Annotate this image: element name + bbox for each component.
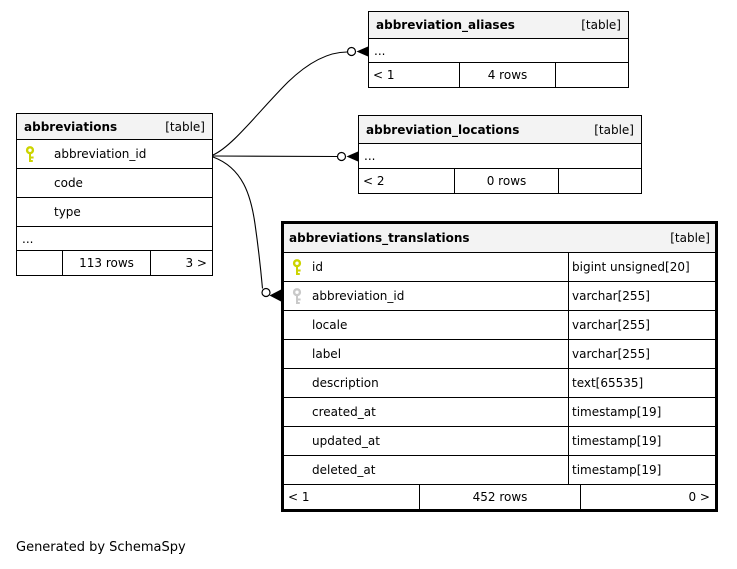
zero-circle-icon bbox=[346, 46, 357, 57]
column-type: varchar[255] bbox=[568, 340, 715, 368]
footer-right bbox=[559, 169, 641, 193]
column-name-cell: locale bbox=[284, 311, 568, 339]
column-name: type bbox=[54, 205, 81, 219]
column-type: varchar[255] bbox=[568, 282, 715, 310]
zero-circle-icon bbox=[261, 287, 271, 298]
table-footer: < 1 4 rows bbox=[369, 63, 628, 87]
ellipsis-label: ... bbox=[374, 43, 386, 58]
column-type: timestamp[19] bbox=[568, 398, 715, 426]
column-row-id[interactable]: id bigint unsigned[20] bbox=[284, 253, 715, 282]
table-tag: [table] bbox=[670, 231, 710, 245]
arrowhead-icon bbox=[356, 46, 368, 57]
column-row-deleted-at[interactable]: deleted_at timestamp[19] bbox=[284, 456, 715, 485]
column-row-locale[interactable]: locale varchar[255] bbox=[284, 311, 715, 340]
column-row-created-at[interactable]: created_at timestamp[19] bbox=[284, 398, 715, 427]
column-row-code[interactable]: code bbox=[17, 169, 212, 198]
column-name-cell: created_at bbox=[284, 398, 568, 426]
footer-related-count[interactable]: < 2 bbox=[363, 174, 385, 188]
column-name-cell: updated_at bbox=[284, 427, 568, 455]
table-tag: [table] bbox=[165, 119, 205, 134]
column-name: deleted_at bbox=[312, 463, 376, 477]
table-abbreviations-translations[interactable]: abbreviations_translations [table] id bi… bbox=[281, 221, 718, 512]
table-header[interactable]: abbreviation_aliases [table] bbox=[369, 12, 628, 39]
table-header[interactable]: abbreviations_translations [table] bbox=[284, 224, 715, 253]
primary-key-icon bbox=[292, 258, 302, 276]
footer-row-count: 0 rows bbox=[454, 169, 559, 193]
hidden-columns-row[interactable]: ... bbox=[17, 227, 212, 251]
column-name: updated_at bbox=[312, 434, 380, 448]
ellipsis-label: ... bbox=[22, 231, 34, 246]
table-footer: < 2 0 rows bbox=[359, 169, 641, 193]
table-footer: 113 rows 3 > bbox=[17, 251, 212, 275]
relationship-abbreviations-to-aliases bbox=[212, 46, 368, 156]
column-name-cell: description bbox=[284, 369, 568, 397]
footer-related-count[interactable]: < 1 bbox=[288, 490, 310, 504]
column-name: id bbox=[312, 260, 323, 274]
table-name: abbreviation_aliases bbox=[376, 18, 515, 32]
foreign-key-icon bbox=[292, 287, 302, 305]
hidden-columns-row[interactable]: ... bbox=[359, 144, 641, 169]
column-name: description bbox=[312, 376, 379, 390]
footer-right[interactable]: 3 > bbox=[185, 256, 207, 270]
column-name-cell: label bbox=[284, 340, 568, 368]
primary-key-icon bbox=[25, 145, 35, 163]
column-type: varchar[255] bbox=[568, 311, 715, 339]
relationship-abbreviations-to-locations bbox=[212, 151, 358, 162]
table-footer: < 1 452 rows 0 > bbox=[284, 485, 715, 509]
column-type: bigint unsigned[20] bbox=[568, 253, 715, 281]
ellipsis-label: ... bbox=[364, 149, 376, 163]
table-abbreviation-locations[interactable]: abbreviation_locations [table] ... < 2 0… bbox=[358, 115, 642, 194]
footer-row-count: 4 rows bbox=[459, 63, 556, 87]
footer-row-count: 452 rows bbox=[419, 485, 581, 509]
arrowhead-icon bbox=[346, 151, 358, 162]
column-row-type[interactable]: type bbox=[17, 198, 212, 227]
column-type: timestamp[19] bbox=[568, 427, 715, 455]
column-name-cell: abbreviation_id bbox=[284, 282, 568, 310]
table-abbreviations[interactable]: abbreviations [table] abbreviation_id co… bbox=[16, 113, 213, 276]
footer-left bbox=[17, 251, 62, 275]
column-row-updated-at[interactable]: updated_at timestamp[19] bbox=[284, 427, 715, 456]
column-name: label bbox=[312, 347, 342, 361]
generated-by-note: Generated by SchemaSpy bbox=[16, 540, 186, 555]
column-type: timestamp[19] bbox=[568, 456, 715, 484]
column-name-cell: deleted_at bbox=[284, 456, 568, 484]
column-row-abbreviation-id[interactable]: abbreviation_id bbox=[17, 140, 212, 169]
column-row-abbreviation-id[interactable]: abbreviation_id varchar[255] bbox=[284, 282, 715, 311]
footer-related-count[interactable]: < 1 bbox=[373, 68, 395, 82]
hidden-columns-row[interactable]: ... bbox=[369, 39, 628, 63]
table-abbreviation-aliases[interactable]: abbreviation_aliases [table] ... < 1 4 r… bbox=[368, 11, 629, 88]
arrowhead-icon bbox=[269, 289, 281, 302]
table-header[interactable]: abbreviation_locations [table] bbox=[359, 116, 641, 144]
column-row-label[interactable]: label varchar[255] bbox=[284, 340, 715, 369]
column-name: abbreviation_id bbox=[54, 147, 147, 161]
column-row-description[interactable]: description text[65535] bbox=[284, 369, 715, 398]
relationship-abbreviations-to-translations bbox=[212, 156, 281, 302]
zero-circle-icon bbox=[336, 151, 347, 162]
table-tag: [table] bbox=[581, 18, 621, 32]
table-header[interactable]: abbreviations [table] bbox=[17, 114, 212, 140]
table-name: abbreviations_translations bbox=[289, 231, 470, 245]
table-tag: [table] bbox=[594, 122, 634, 137]
table-name: abbreviation_locations bbox=[366, 122, 520, 137]
column-name-cell: id bbox=[284, 253, 568, 281]
footer-row-count: 113 rows bbox=[62, 251, 151, 275]
column-type: text[65535] bbox=[568, 369, 715, 397]
footer-right[interactable]: 0 > bbox=[688, 490, 710, 504]
table-name: abbreviations bbox=[24, 119, 118, 134]
column-name: code bbox=[54, 176, 83, 190]
column-name: created_at bbox=[312, 405, 376, 419]
column-name: locale bbox=[312, 318, 348, 332]
column-name: abbreviation_id bbox=[312, 289, 405, 303]
footer-right bbox=[556, 63, 628, 87]
